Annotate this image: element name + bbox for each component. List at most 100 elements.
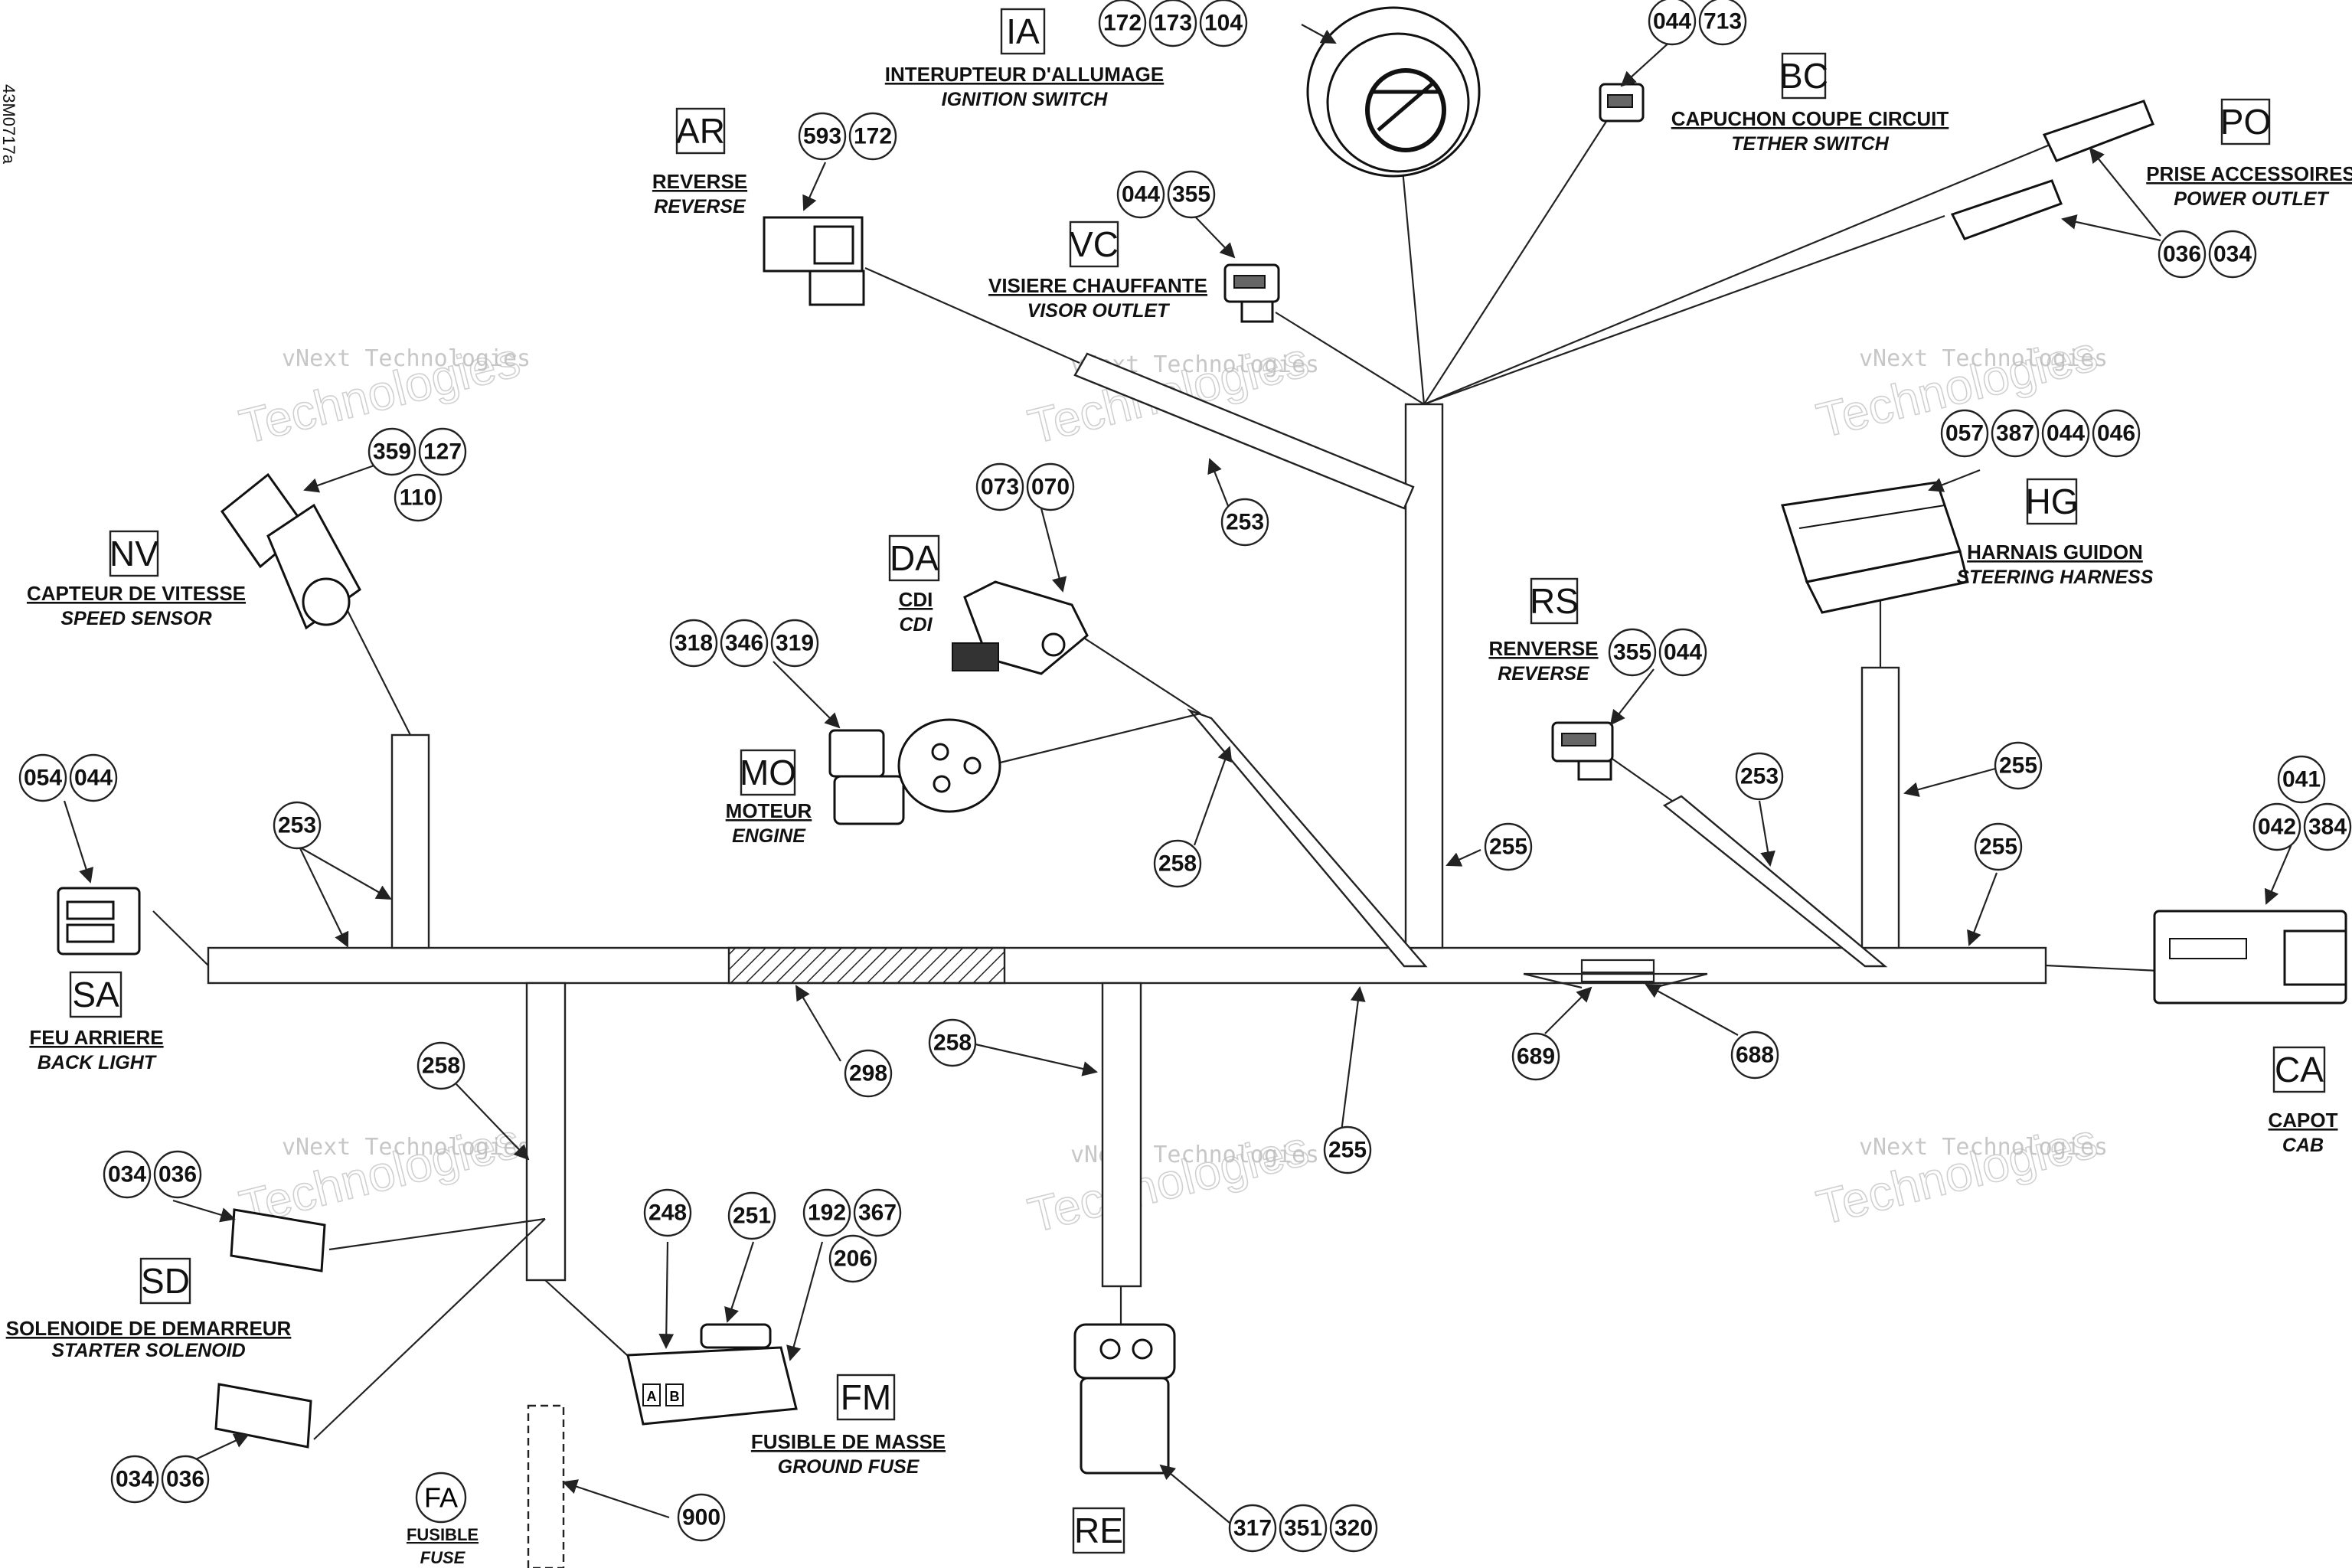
part-callout: 034 xyxy=(2208,230,2257,279)
component-code-box: SD xyxy=(139,1257,191,1305)
branch-solenoid xyxy=(525,982,567,1282)
svg-text:AR: AR xyxy=(676,111,725,151)
part-callout-group: 900 xyxy=(677,1493,726,1542)
part-callout: 319 xyxy=(770,619,819,668)
part-callout: 034 xyxy=(103,1150,152,1199)
component-label-en: GROUND FUSE xyxy=(778,1456,920,1478)
svg-text:RS: RS xyxy=(1530,581,1579,621)
part-callout: 110 xyxy=(394,473,443,522)
harness-callout: 258 xyxy=(928,1018,977,1067)
svg-text:044: 044 xyxy=(1122,182,1160,207)
part-callout-group: 355 044 xyxy=(1608,628,1707,677)
part-callout: 044 xyxy=(69,753,118,802)
fuse-terminal-label: B xyxy=(670,1389,680,1404)
svg-text:BC: BC xyxy=(1779,56,1828,96)
svg-text:318: 318 xyxy=(675,631,713,656)
branch-rs xyxy=(1662,795,1888,968)
component-label-fr: HARNAIS GUIDON xyxy=(1967,541,2143,564)
svg-text:251: 251 xyxy=(733,1204,771,1229)
harness xyxy=(207,352,2047,1568)
ignition-switch-icon xyxy=(1306,6,1481,178)
part-callout-group: 073 070 xyxy=(975,462,1075,511)
renverse-connector-icon xyxy=(1551,721,1614,781)
watermark-text: vNext Technologies xyxy=(1859,345,2108,372)
component-label-en: REVERSE xyxy=(1498,663,1590,684)
component-code-box: IA xyxy=(1000,8,1046,55)
svg-text:044: 044 xyxy=(74,766,113,791)
svg-text:NV: NV xyxy=(109,534,158,573)
part-callout: 593 xyxy=(798,112,847,161)
part-callout-group: 318 346 319 xyxy=(669,619,819,668)
part-callout: 054 xyxy=(18,753,67,802)
harness-callout: 253 xyxy=(273,801,322,850)
svg-text:172: 172 xyxy=(854,124,892,149)
harness-callout: 255 xyxy=(1484,822,1533,871)
watermark-text: Technologies xyxy=(1811,1112,2102,1235)
part-callout: 041 xyxy=(2277,755,2326,804)
component-code-box: RE xyxy=(1072,1507,1125,1554)
back-light-connector-icon xyxy=(57,887,141,956)
watermark-text: vNext Technologies xyxy=(282,345,531,372)
harness-callout: 688 xyxy=(1730,1031,1779,1080)
part-callout: 387 xyxy=(1991,409,2040,458)
branch-fuse xyxy=(527,1404,565,1568)
component-label-fr: VISIERE CHAUFFANTE xyxy=(988,274,1207,297)
harness-callout: 298 xyxy=(844,1049,893,1098)
part-callout-group: 054 044 xyxy=(18,753,118,802)
component-label-en: POWER OUTLET xyxy=(2174,188,2330,210)
svg-text:258: 258 xyxy=(422,1054,460,1079)
svg-text:351: 351 xyxy=(1284,1516,1322,1541)
harness-callout: 255 xyxy=(1994,741,2043,790)
part-callout-group: 041 042 384 xyxy=(2252,755,2352,851)
svg-text:034: 034 xyxy=(2213,242,2252,267)
part-callout: 172 xyxy=(1098,0,1147,47)
svg-text:258: 258 xyxy=(1158,851,1197,877)
component-label-en: CAB xyxy=(2282,1135,2324,1156)
svg-text:PO: PO xyxy=(2220,102,2271,142)
component-label-fr: FEU ARRIERE xyxy=(29,1026,163,1049)
svg-text:255: 255 xyxy=(1328,1138,1367,1163)
svg-text:036: 036 xyxy=(158,1162,197,1187)
svg-text:036: 036 xyxy=(2163,242,2201,267)
part-callout: 036 xyxy=(153,1150,202,1199)
branch-re xyxy=(1101,982,1142,1288)
svg-text:255: 255 xyxy=(1979,835,2017,860)
tether-switch-icon xyxy=(1599,83,1645,122)
harness-callout: 258 xyxy=(1153,839,1202,888)
power-outlet-connector-icon xyxy=(1950,100,2154,240)
svg-text:319: 319 xyxy=(776,631,814,656)
svg-text:104: 104 xyxy=(1204,11,1243,36)
part-callout: 173 xyxy=(1148,0,1197,47)
component-label-fr: INTERUPTEUR D'ALLUMAGE xyxy=(885,63,1164,86)
svg-text:FA: FA xyxy=(424,1482,458,1514)
svg-text:713: 713 xyxy=(1704,9,1742,34)
part-callout: 192 xyxy=(802,1188,851,1237)
harness-callout: 253 xyxy=(1220,498,1269,547)
part-callout: 355 xyxy=(1608,628,1657,677)
cab-connector-icon xyxy=(2153,910,2347,1004)
svg-text:355: 355 xyxy=(1613,640,1651,665)
part-callout: 070 xyxy=(1026,462,1075,511)
part-callout: 172 xyxy=(848,112,897,161)
svg-text:355: 355 xyxy=(1172,182,1210,207)
part-callout: 042 xyxy=(2252,802,2301,851)
cdi-connector-icon xyxy=(952,580,1089,675)
reverse-connector-icon xyxy=(763,216,865,306)
component-label-en: SPEED SENSOR xyxy=(60,608,211,629)
wires xyxy=(152,106,2160,1440)
part-callout-group: 593 172 xyxy=(798,112,897,161)
svg-text:593: 593 xyxy=(803,124,841,149)
component-code-box: FM xyxy=(836,1374,896,1421)
svg-text:258: 258 xyxy=(933,1031,972,1056)
component-label-fr: SOLENOIDE DE DEMARREUR xyxy=(6,1317,292,1340)
svg-text:FM: FM xyxy=(841,1377,891,1417)
component-label-fr: CDI xyxy=(899,588,933,611)
svg-text:046: 046 xyxy=(2097,421,2135,446)
part-callout: 367 xyxy=(853,1188,902,1237)
part-callout-group: 317 351 320 xyxy=(1228,1504,1378,1553)
svg-text:359: 359 xyxy=(373,439,411,465)
part-callout: 036 xyxy=(2158,230,2207,279)
part-callout: 384 xyxy=(2303,802,2352,851)
svg-text:073: 073 xyxy=(981,475,1019,500)
engine-connector-icon xyxy=(828,718,1001,825)
